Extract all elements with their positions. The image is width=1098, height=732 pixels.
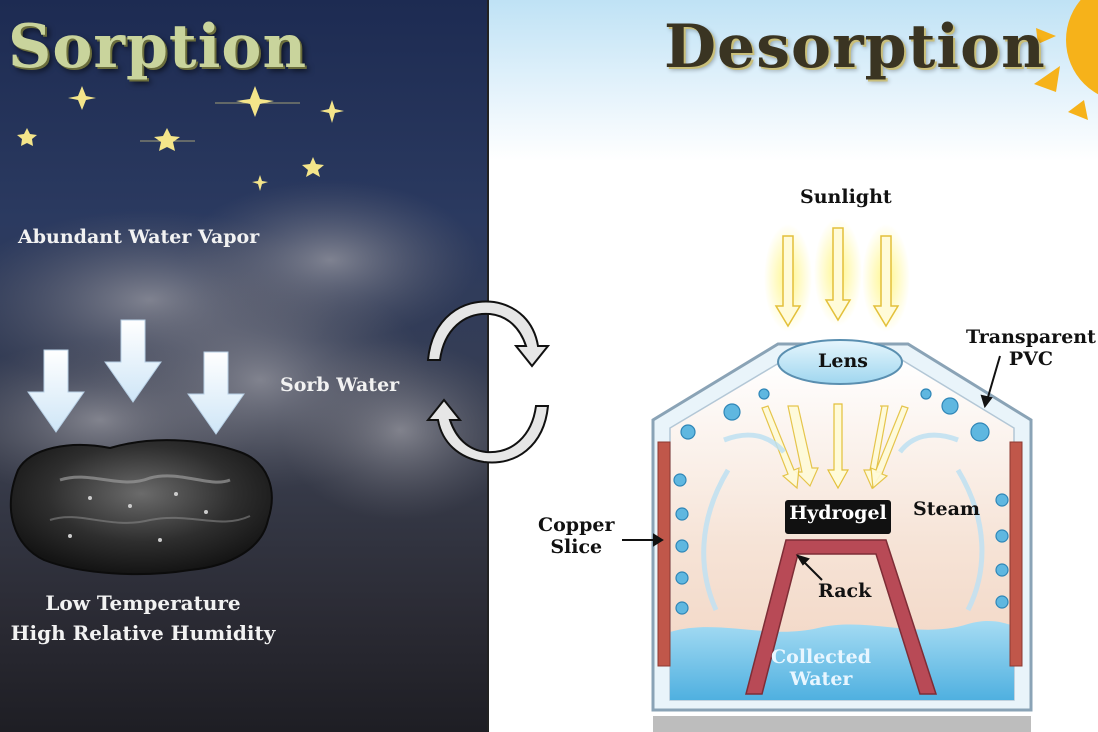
- stars: [17, 86, 344, 191]
- steam-arrows: [701, 432, 985, 612]
- water-vapor-label: Abundant Water Vapor: [18, 226, 260, 248]
- sun-icon: [1034, 0, 1098, 120]
- sorption-scene: [0, 86, 488, 576]
- lens: [777, 339, 903, 385]
- sorption-panel: Sorption Abundant Water Vapor Sorb Water…: [0, 0, 488, 732]
- base-platform: [653, 716, 1031, 732]
- rack-label: Rack: [818, 580, 872, 602]
- copper-slice-left: [657, 441, 671, 667]
- copper-slice-label: Copper Slice: [538, 514, 615, 558]
- hydrogel-label: Hydrogel: [789, 502, 887, 524]
- down-arrow-icon: [787, 405, 819, 488]
- rack-pointer: [801, 559, 823, 581]
- down-arrow-icon: [870, 405, 909, 490]
- down-arrow-icon: [863, 405, 889, 490]
- star-icon: [302, 157, 324, 177]
- dried-hydrogel: [9, 439, 273, 576]
- copper-slice-right: [1009, 441, 1023, 667]
- star-icon: [252, 175, 268, 191]
- star-icon: [236, 86, 274, 117]
- sorb-water-label: Sorb Water: [280, 374, 400, 396]
- steam-label: Steam: [913, 498, 981, 520]
- transparent-pvc-label: Transparent PVC: [966, 326, 1096, 370]
- lens-label: Lens: [818, 350, 868, 372]
- desorption-device: [622, 339, 1033, 712]
- down-arrow-icon: [872, 235, 900, 328]
- sunlight-label: Sunlight: [800, 186, 892, 208]
- desorption-scene: [622, 0, 1098, 732]
- star-icon: [320, 100, 344, 123]
- star-icon: [154, 128, 180, 151]
- down-arrow-icon: [187, 351, 245, 435]
- down-arrow-icon: [826, 403, 850, 490]
- desorption-panel: Desorption Sunlight Lens Transparent PVC…: [488, 0, 1098, 732]
- down-arrow-icon: [104, 319, 162, 403]
- rack: [745, 539, 938, 695]
- panel-divider: [487, 0, 489, 732]
- down-arrow-icon: [27, 349, 85, 433]
- star-icon: [17, 128, 37, 146]
- sunlight-arrows: [764, 218, 910, 332]
- water-droplets: [673, 388, 1009, 615]
- down-arrow-icon: [774, 235, 802, 328]
- star-icon: [68, 86, 96, 110]
- sorption-title: Sorption: [8, 12, 308, 82]
- collected-water-label: Collected Water: [770, 646, 872, 690]
- hydrogel-block: [785, 500, 891, 534]
- desorption-title: Desorption: [664, 12, 1046, 82]
- conditions-label: Low Temperature High Relative Humidity: [10, 591, 276, 645]
- down-arrow-icon: [824, 227, 852, 322]
- pvc-pointer: [985, 355, 1001, 405]
- water-vapor-arrows: [27, 319, 245, 435]
